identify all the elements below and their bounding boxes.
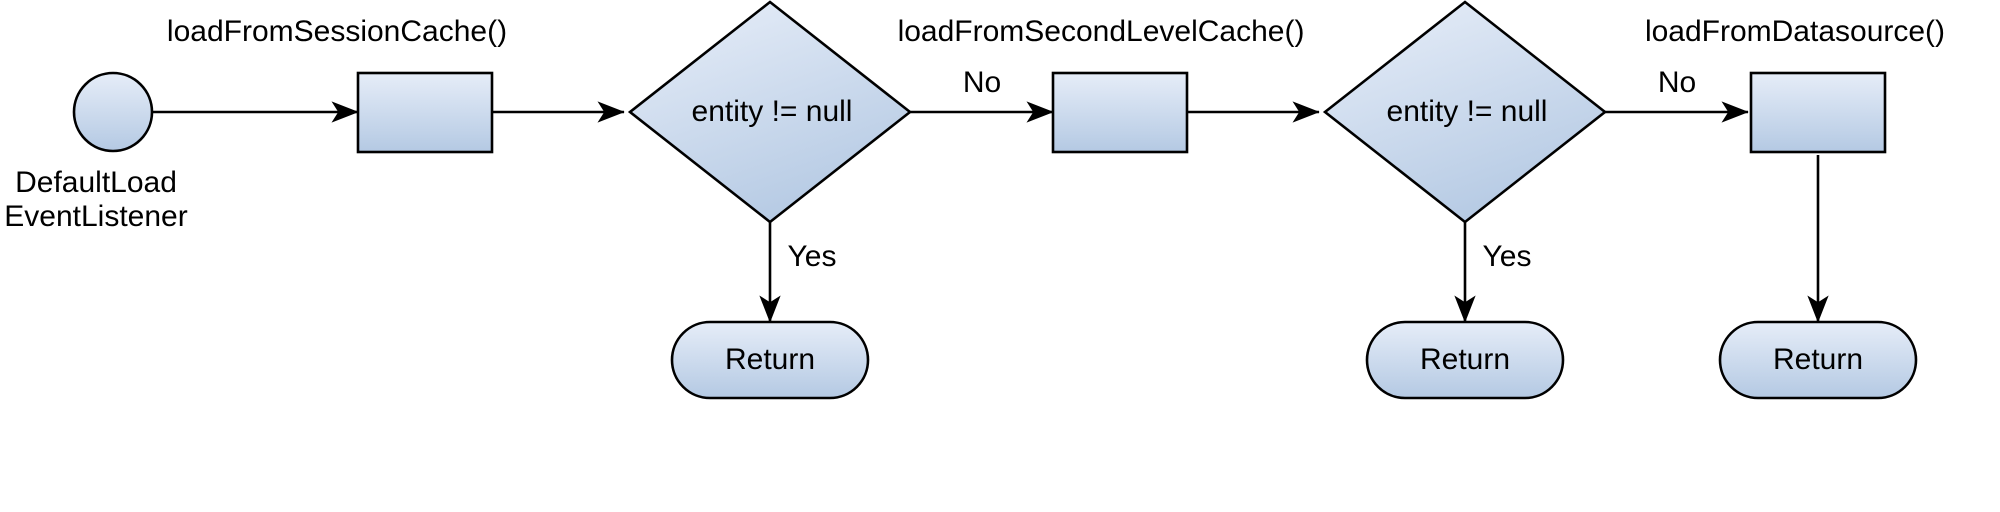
decision-2-label: entity != null	[1387, 95, 1548, 128]
edge-label-yes-1: Yes	[788, 240, 837, 273]
node-process-load-from-second-level-cache[interactable]	[1051, 71, 1189, 154]
edges-layer	[152, 101, 1829, 323]
node-return-terminator-2[interactable]	[1365, 320, 1565, 400]
node-process-load-from-session-cache[interactable]	[356, 71, 494, 154]
node-decision-entity-not-null-1[interactable]	[627, 0, 913, 224]
node-start-event-listener[interactable]	[72, 71, 154, 153]
caption-load-from-datasource: loadFromDatasource()	[1645, 15, 1945, 48]
start-caption-line-2: EventListener	[4, 200, 187, 233]
node-decision-entity-not-null-2[interactable]	[1322, 0, 1608, 224]
return-2-label: Return	[1420, 343, 1510, 376]
caption-load-from-second-level-cache: loadFromSecondLevelCache()	[898, 15, 1305, 48]
node-return-terminator-3[interactable]	[1718, 320, 1918, 400]
decision-1-label: entity != null	[692, 95, 853, 128]
edge-label-yes-2: Yes	[1483, 240, 1532, 273]
return-3-label: Return	[1773, 343, 1863, 376]
edge-label-no-2: No	[1658, 66, 1696, 99]
edge-label-no-1: No	[963, 66, 1001, 99]
start-caption-line-1: DefaultLoad	[15, 166, 177, 199]
caption-load-from-session-cache: loadFromSessionCache()	[167, 15, 507, 48]
node-return-terminator-1[interactable]	[670, 320, 870, 400]
node-process-load-from-datasource[interactable]	[1749, 71, 1887, 154]
return-1-label: Return	[725, 343, 815, 376]
